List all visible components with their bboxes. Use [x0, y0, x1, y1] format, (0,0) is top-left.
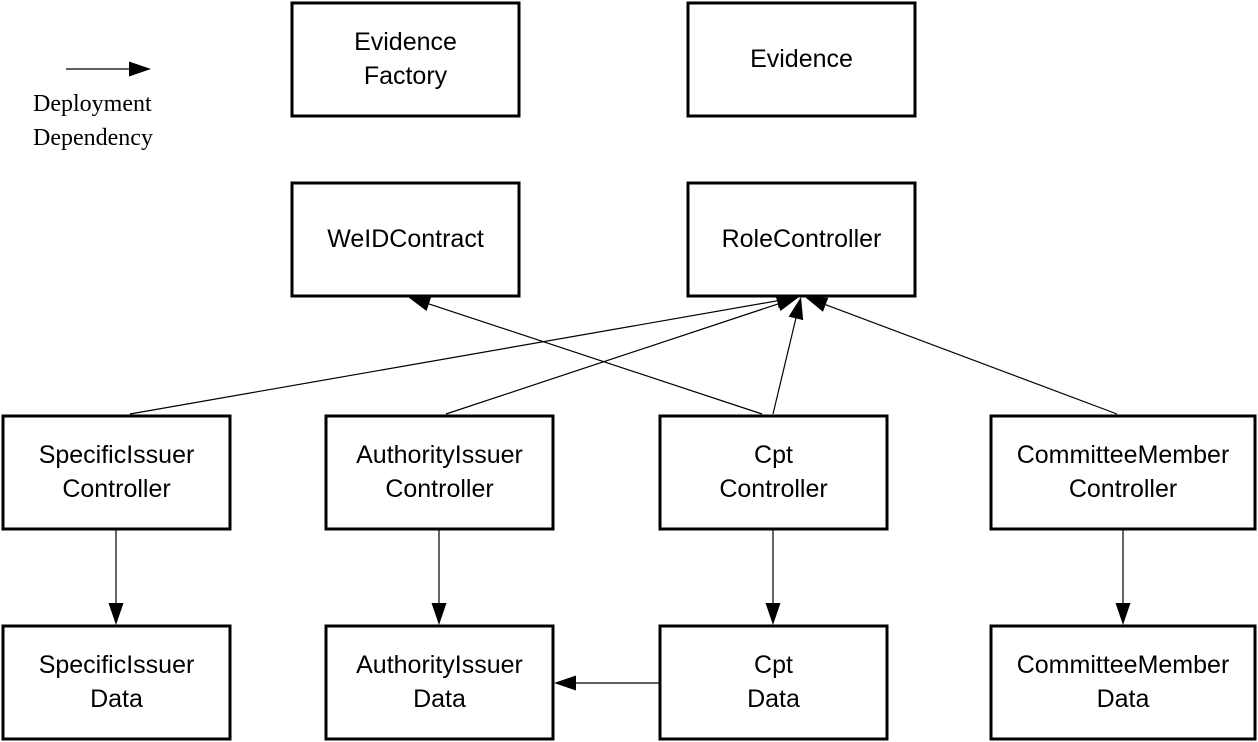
node-weid-contract: WeIDContract: [290, 181, 521, 298]
node-specific-issuer-data-line2: Data: [90, 685, 143, 713]
node-cpt-data-line1: Cpt: [754, 651, 793, 679]
edge-cpt-data-to-authority-issuer-data: [554, 675, 659, 691]
node-cpt-data: Cpt Data: [658, 624, 889, 741]
node-cpt-controller: Cpt Controller: [658, 414, 889, 531]
node-evidence-factory: Evidence Factory: [290, 1, 521, 118]
edge-specific-issuer-controller-to-role-controller: [129, 293, 799, 415]
edge-committee-member-controller-to-committee-member-data: [1115, 530, 1131, 625]
edge-arrowhead: [108, 603, 124, 625]
node-committee-member-controller-line1: CommitteeMember: [1017, 441, 1230, 469]
legend-label-line1: Deployment: [33, 91, 152, 117]
edge-cpt-controller-to-role-controller: [772, 297, 804, 415]
edge-line: [772, 318, 797, 415]
edge-arrowhead: [765, 603, 781, 625]
node-authority-issuer-data-line1: AuthorityIssuer: [356, 651, 523, 679]
legend-arrowhead: [129, 61, 151, 77]
node-authority-issuer-controller: AuthorityIssuer Controller: [324, 414, 555, 531]
node-role-controller: RoleController: [686, 181, 917, 298]
node-evidence: Evidence: [686, 1, 917, 118]
node-cpt-data-line2: Data: [747, 685, 800, 713]
edge-line: [825, 304, 1118, 415]
edge-committee-member-controller-to-role-controller: [805, 297, 1118, 415]
node-committee-member-data-line2: Data: [1097, 685, 1150, 713]
node-specific-issuer-controller: SpecificIssuer Controller: [1, 414, 232, 531]
node-role-controller-line1: RoleController: [722, 225, 882, 253]
node-evidence-factory-line2: Factory: [364, 62, 448, 90]
node-specific-issuer-controller-line1: SpecificIssuer: [39, 441, 195, 469]
edges: [108, 293, 1131, 691]
node-committee-member-controller: CommitteeMember Controller: [989, 414, 1257, 531]
node-committee-member-data: CommitteeMember Data: [989, 624, 1257, 741]
node-evidence-factory-line1: Evidence: [354, 28, 457, 56]
edge-authority-issuer-controller-to-role-controller: [445, 296, 799, 415]
node-authority-issuer-data-line2: Data: [413, 685, 466, 713]
node-specific-issuer-data: SpecificIssuer Data: [1, 624, 232, 741]
edge-arrowhead: [775, 296, 799, 312]
edge-arrowhead: [805, 297, 829, 312]
edge-arrowhead: [554, 675, 576, 691]
edge-arrowhead: [408, 296, 432, 312]
edge-arrowhead: [431, 603, 447, 625]
edge-cpt-controller-to-weid-contract: [408, 296, 763, 415]
edge-cpt-controller-to-cpt-data: [765, 530, 781, 625]
legend: Deployment Dependency: [33, 61, 153, 151]
node-committee-member-data-line1: CommitteeMember: [1017, 651, 1230, 679]
edge-specific-issuer-controller-to-specific-issuer-data: [108, 530, 124, 625]
node-authority-issuer-controller-line1: AuthorityIssuer: [356, 441, 523, 469]
node-specific-issuer-controller-line2: Controller: [62, 475, 170, 503]
edge-arrowhead: [788, 297, 804, 321]
node-cpt-controller-line1: Cpt: [754, 441, 793, 469]
node-committee-member-controller-line2: Controller: [1069, 475, 1177, 503]
edge-arrowhead: [1115, 603, 1131, 625]
node-evidence-line1: Evidence: [750, 45, 853, 73]
edge-line: [129, 300, 778, 415]
node-authority-issuer-data: AuthorityIssuer Data: [324, 624, 555, 741]
edge-line: [445, 303, 779, 415]
node-authority-issuer-controller-line2: Controller: [385, 475, 493, 503]
node-specific-issuer-data-line1: SpecificIssuer: [39, 651, 195, 679]
edge-line: [428, 303, 763, 415]
edge-authority-issuer-controller-to-authority-issuer-data: [431, 530, 447, 625]
node-cpt-controller-line2: Controller: [719, 475, 827, 503]
legend-label-line2: Dependency: [33, 125, 153, 151]
node-weid-contract-line1: WeIDContract: [327, 225, 484, 253]
